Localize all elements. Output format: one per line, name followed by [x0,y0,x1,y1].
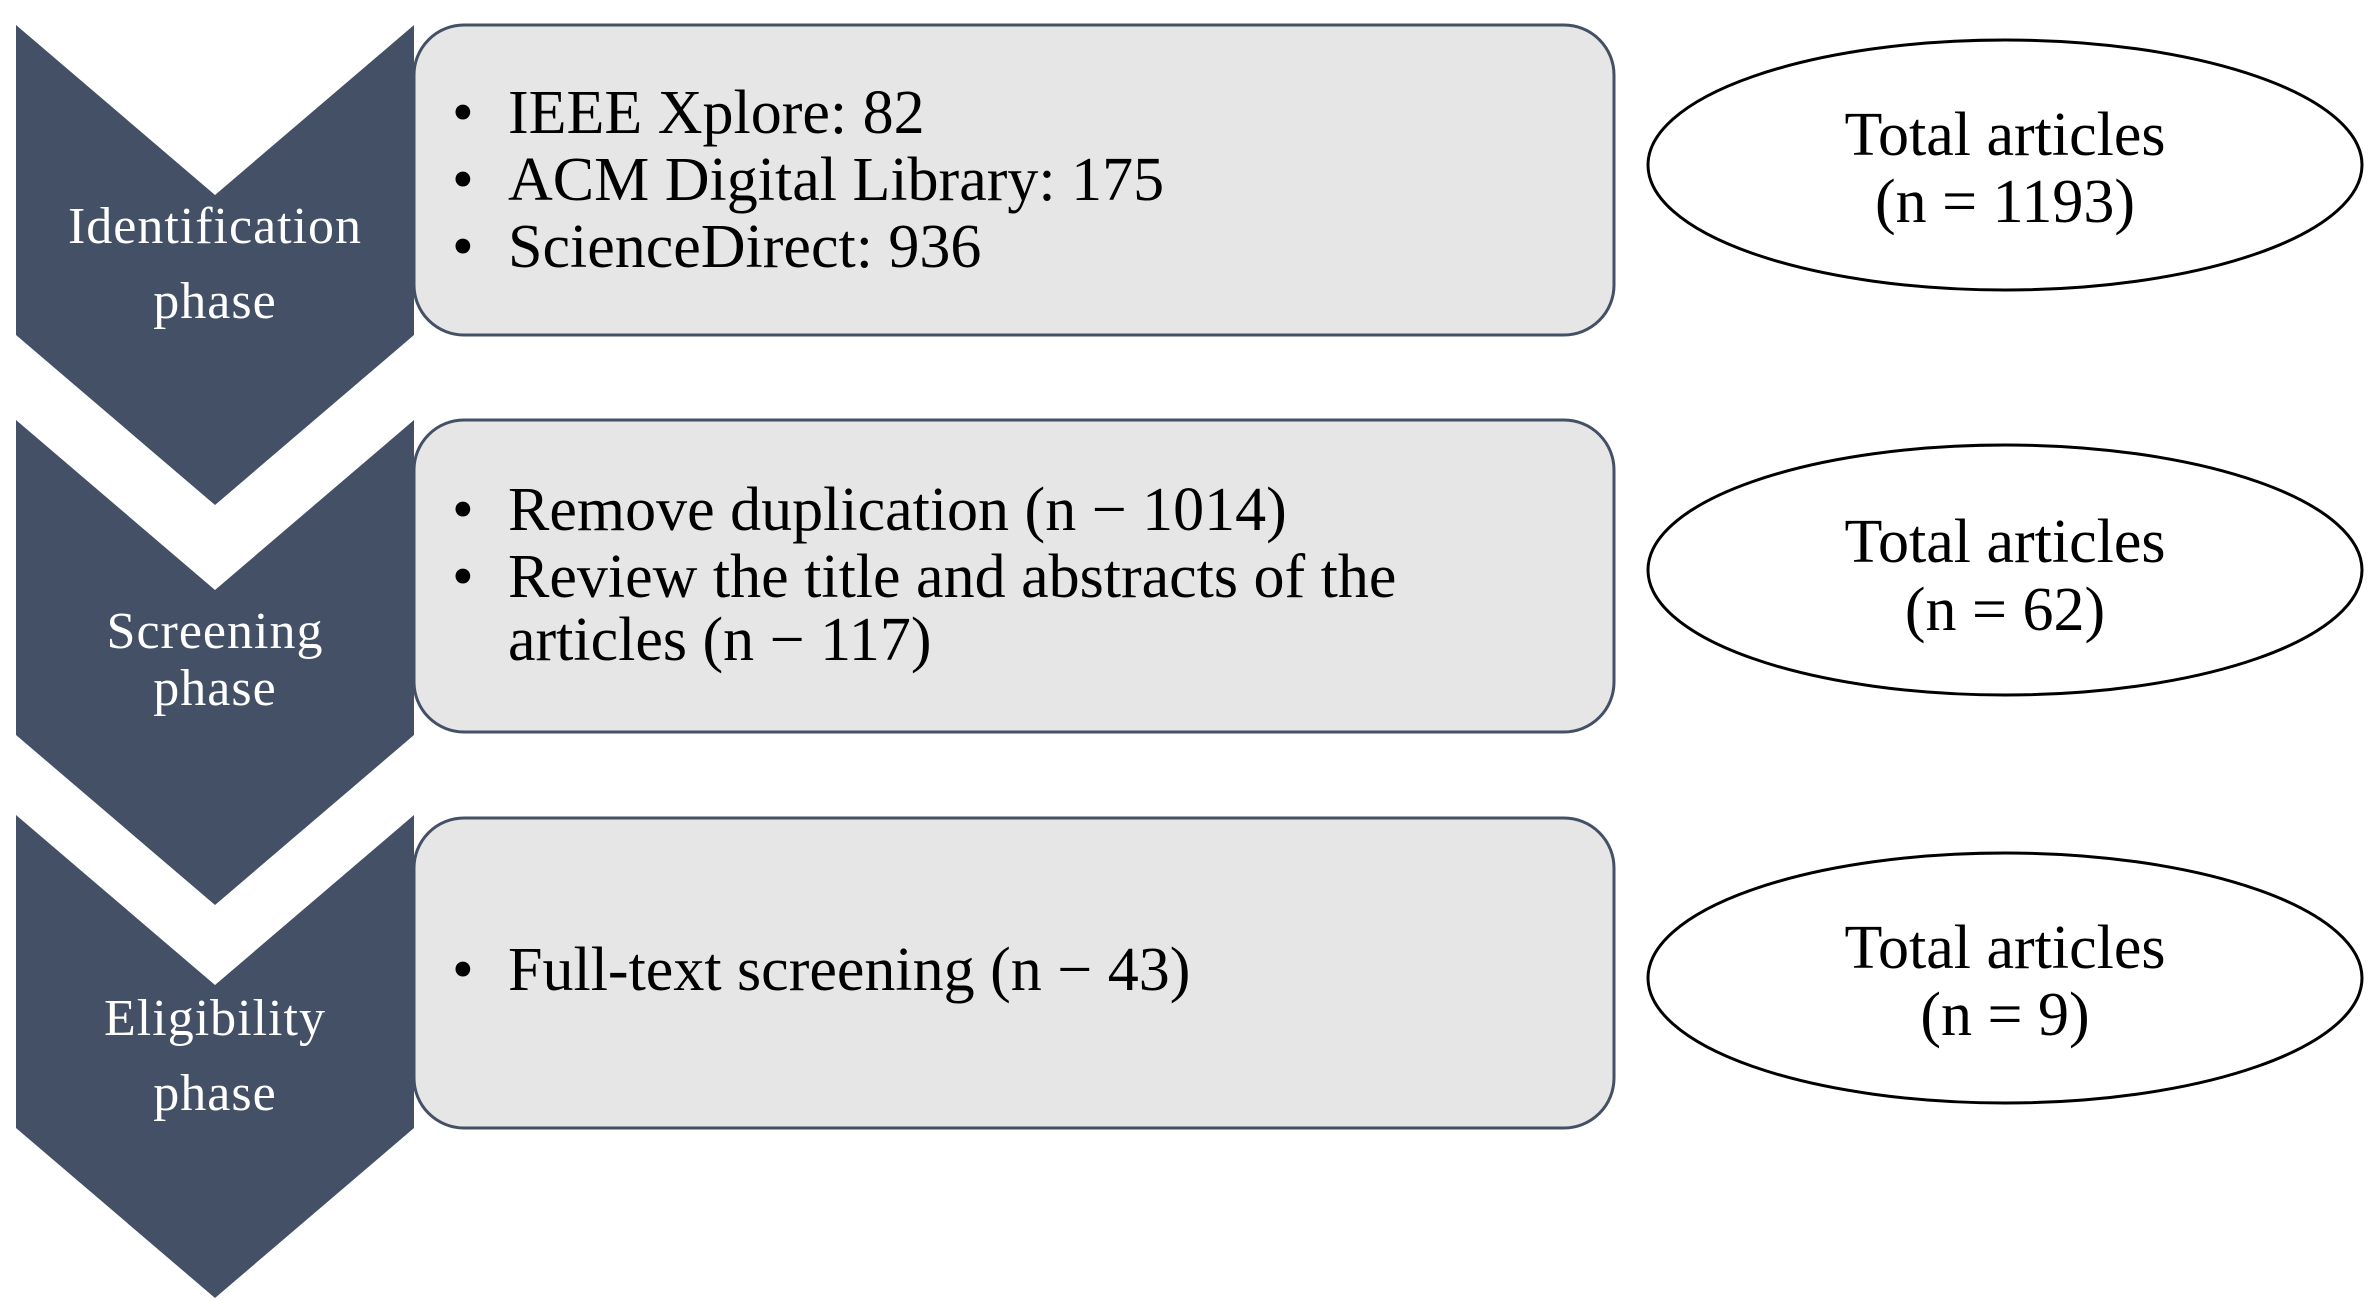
phase-identification: Identification phase • IEEE Xplore: 82 •… [16,23,2364,505]
eligibility-chevron [16,815,414,1298]
identification-item-1: IEEE Xplore: 82 [508,79,925,147]
screening-total-label: Total articles [1844,508,2165,576]
identification-item-2: ACM Digital Library: 175 [508,146,1164,214]
eligibility-bullet-1: • [452,936,474,1004]
screening-bullet-2: • [452,543,474,611]
identification-bullet-1: • [452,79,474,147]
screening-total-ellipse [1646,443,2364,697]
screening-total-count: (n = 62) [1905,576,2105,644]
phase-screening: Screening phase • Remove duplication (n … [16,418,2364,905]
screening-criteria-box [412,418,1616,734]
eligibility-total-count: (n = 9) [1920,981,2089,1049]
screening-item-1: Remove duplication (n − 1014) [508,476,1287,544]
identification-item-3: ScienceDirect: 936 [508,213,981,281]
eligibility-item-1: Full-text screening (n − 43) [508,936,1190,1004]
identification-total-ellipse [1646,38,2364,292]
identification-phase-label-line1: Identification [68,198,362,255]
identification-phase-label-line2: phase [153,273,276,330]
identification-criteria-box [412,23,1616,337]
screening-phase-label-line2: phase [153,660,276,717]
identification-total-label: Total articles [1844,101,2165,169]
eligibility-phase-label-line1: Eligibility [104,990,326,1047]
eligibility-phase-label-line2: phase [153,1065,276,1122]
screening-phase-label-line1: Screening [107,603,324,660]
eligibility-criteria-box [412,816,1616,1130]
phase-eligibility: Eligibility phase • Full-text screening … [16,815,2364,1298]
identification-total-count: (n = 1193) [1875,168,2135,236]
screening-item-2-line2: articles (n − 117) [508,606,931,674]
eligibility-total-label: Total articles [1844,914,2165,982]
screening-item-2-line1: Review the title and abstracts of the [508,543,1396,611]
identification-chevron [16,25,414,505]
eligibility-total-ellipse [1646,851,2364,1105]
identification-bullet-3: • [452,213,474,281]
identification-bullet-2: • [452,146,474,214]
screening-bullet-1: • [452,476,474,544]
screening-chevron [16,420,414,905]
